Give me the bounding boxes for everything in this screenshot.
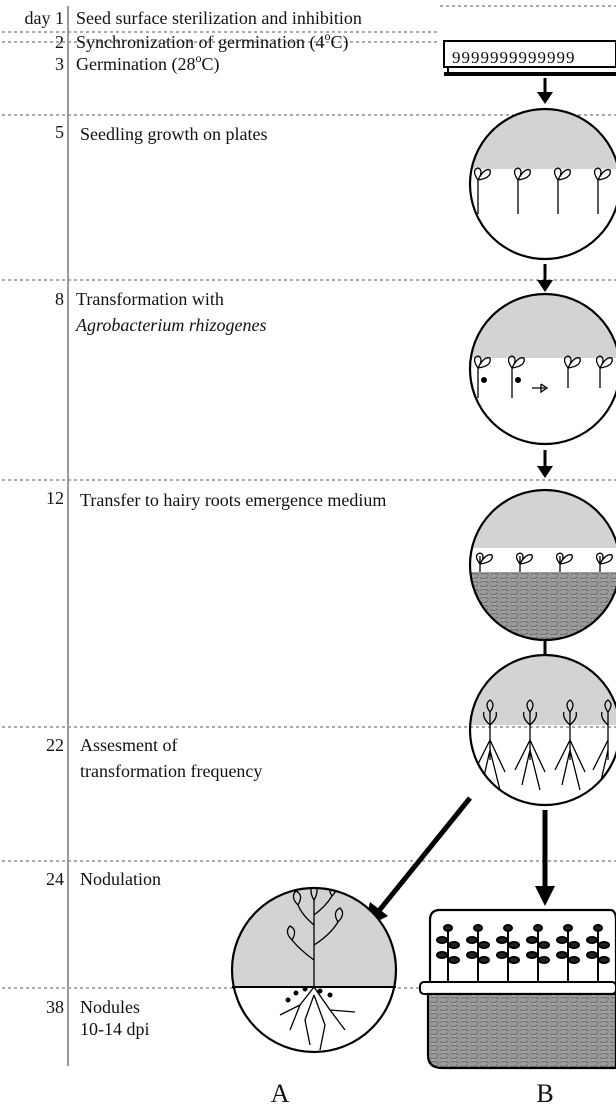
growth-box-b bbox=[419, 908, 616, 1070]
plate-hairy-roots bbox=[468, 653, 616, 807]
day-label: 22 bbox=[46, 735, 64, 755]
step-label-line2: 10-14 dpi bbox=[80, 1019, 150, 1039]
step-label: Nodulation bbox=[80, 869, 161, 889]
step-label: Germination (28oC) bbox=[76, 51, 219, 75]
step-label: Synchronization of germination (4oC) bbox=[76, 29, 348, 53]
step-label: Transfer to hairy roots emergence medium bbox=[80, 490, 386, 510]
day-label: day 1 bbox=[25, 8, 65, 28]
plant bbox=[436, 924, 460, 982]
day-label: 12 bbox=[46, 488, 64, 508]
day-labels: day 1 2 3 5 8 12 22 24 38 bbox=[25, 8, 65, 1017]
row-separators bbox=[2, 5, 616, 989]
down-arrow-icon bbox=[535, 810, 555, 906]
seed-tray: 9999999999999 bbox=[443, 40, 616, 76]
plate-seedlings bbox=[468, 107, 616, 261]
plant bbox=[496, 924, 520, 982]
day-label: 3 bbox=[55, 54, 64, 74]
step-label: Seedling growth on plates bbox=[80, 124, 267, 144]
day-label: 38 bbox=[46, 997, 64, 1017]
plant bbox=[556, 924, 580, 982]
day-label: 24 bbox=[46, 869, 64, 889]
step-label: Seed surface sterilization and inhibitio… bbox=[76, 8, 362, 28]
panel-label-b: B bbox=[536, 1079, 553, 1108]
step-label: Assesment of bbox=[80, 735, 178, 755]
plate-emergence-medium bbox=[468, 488, 616, 642]
step-labels: Seed surface sterilization and inhibitio… bbox=[75, 8, 386, 1039]
panel-label-a: A bbox=[271, 1079, 290, 1108]
plant bbox=[526, 924, 550, 982]
down-arrow-icon bbox=[537, 450, 553, 478]
plate-transformation bbox=[468, 292, 616, 446]
down-arrow-icon bbox=[537, 78, 553, 104]
step-label-line2: transformation frequency bbox=[80, 761, 262, 781]
step-label-line2: Agrobacterium rhizogenes bbox=[75, 315, 267, 335]
day-label: 5 bbox=[55, 122, 64, 142]
plant bbox=[466, 924, 490, 982]
step-label: Nodules bbox=[80, 997, 140, 1017]
plant bbox=[586, 924, 610, 982]
diagonal-arrow-icon bbox=[364, 796, 472, 928]
down-arrow-icon bbox=[537, 264, 553, 292]
day-label: 8 bbox=[55, 289, 64, 309]
day-label: 2 bbox=[55, 32, 64, 52]
step-label: Transformation with bbox=[76, 289, 224, 309]
seed-row: 9999999999999 bbox=[452, 48, 576, 67]
